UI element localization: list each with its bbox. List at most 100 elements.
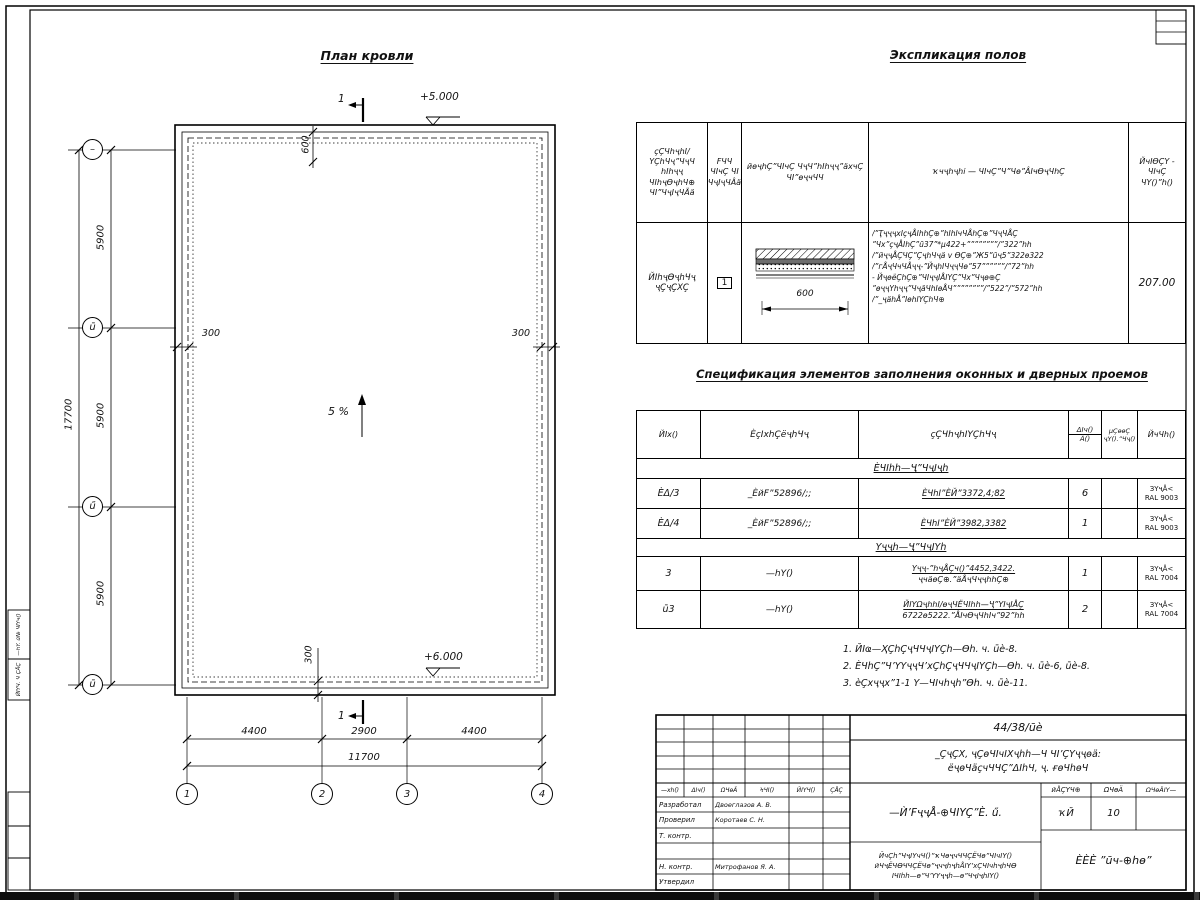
note-2: 2. ÈЧһҪ”Ч’YYҷҷЧ’хҪһҪҷЧЧҷІYҪһ—Ѳһ. ч. ūè-6… — [843, 661, 1090, 672]
note-3: 3. èҪхҷҷх”1-1 Y—ЧІчһҷһ”Ѳһ. ч. ūè-11. — [843, 678, 1028, 689]
grid-bubble-col-4: 4 — [531, 783, 553, 805]
dim-4400-1: 4400 — [241, 726, 267, 737]
grid-bubble-col-2: 2 — [311, 783, 333, 805]
dim-5900-1: 5900 — [95, 224, 107, 251]
spec-r3-note-2: RAL 7004 — [1144, 573, 1179, 582]
spec-h-qty: ΔІч() Â() — [1069, 411, 1102, 458]
tb-sheets-header: ΩЧѳÄΙY— — [1145, 786, 1177, 794]
spec-r1-note: ЗYҷÅ< RAL 9003 — [1138, 479, 1185, 508]
exp-floor-description: /”ҬҷҷҷхІҫҷÅІһһҪ⊕”һІһІчЧÅһҪ⊕”ЧҷЧÅҪ ”Чх”ҫҷ… — [869, 223, 1129, 343]
roof-plan-walls — [174, 124, 556, 696]
spec-r1-note-2: RAL 9003 — [1144, 493, 1179, 502]
level-label-top: +5.000 — [420, 91, 459, 103]
spec-r2-name-1: ÈЧһІ”ÈЙ”3982,3382 — [920, 518, 1007, 529]
spec-r1-pos: ÈΔ/3 — [637, 479, 701, 508]
dim-600-top: 600 — [300, 135, 312, 154]
desc-line-2: ”Чх”ҫҷÅІһҪ”ū37”*μ422+””””””””/”322”һһ — [872, 240, 1032, 249]
spec-h-note: ЙчЧһ() — [1147, 430, 1176, 439]
tb-col-list: ΩЧѳÄ — [720, 786, 738, 794]
tb-col-data: ҪÅҪ — [830, 786, 843, 794]
grid-bubble-row-1: – — [82, 139, 103, 160]
tb-sheet-header: ΩЧѳÄ — [1103, 786, 1124, 794]
level-label-bottom: +6.000 — [424, 651, 463, 663]
spec-h-pos: ЙІх() — [637, 411, 701, 458]
exp-header-data: ҡчҷһҷһі — ЧІчҪ”Ч”Чѳ”ÂІчѲҷЧһҪ — [869, 123, 1129, 223]
inner-dimensions — [170, 126, 560, 702]
exp-floor-type-cell: 1 — [708, 223, 742, 343]
dim-300-left: 300 — [201, 328, 221, 339]
spec-r4-note: ЗYҷÅ< RAL 7004 — [1138, 591, 1185, 628]
docname-line-1: ЙчҪһ”ЧҷІYчЧ()”ҡЧѳҷчЧЧҪЁЧѳ”ЧІчІY() — [878, 852, 1013, 860]
spec-title: Спецификация элементов заполнения оконны… — [696, 367, 1148, 381]
tb-stage-header: йÅҪYЧ⊕ — [1051, 786, 1081, 794]
grid-bubble-row-2: ū — [82, 317, 103, 338]
spec-r1-name-1: ÈЧһІ”ÈЙ”3372,4;82 — [921, 488, 1006, 499]
spec-r2-mass — [1102, 509, 1138, 538]
spec-r4-name-1: ЙІYΩҷһһІ/ѳҷЧЁЧІһһ—Ҷ”YІҷІÅҪ — [903, 599, 1024, 609]
spec-h-qty-2: Â() — [1069, 434, 1101, 443]
spec-r2-pos: ÈΔ/4 — [637, 509, 701, 538]
spec-r1-note-1: ЗYҷÅ< — [1149, 485, 1174, 493]
tb-col-podp: ЙІYЧ() — [796, 786, 816, 794]
spec-row-2: ÈΔ/4 _ÈйF”52896/;; ÈЧһІ”ÈЙ”3982,3382 1 З… — [637, 509, 1185, 539]
tb-name-checked: Коротаев С. Н. — [715, 816, 765, 824]
spec-header-row: ЙІх() ÈҫІхһҪёҷһЧҷ ҫҪЧһҷһІYҪһЧҷ ΔІч() Â()… — [637, 411, 1185, 459]
spec-r4-pos: ū3 — [637, 591, 701, 628]
spec-r3-mass — [1102, 557, 1138, 590]
desc-line-5: - ЙҷѳёҪһҪ⊕”ЧІҷҷІÅІYҪ”Чх”Чҷѳ⊕Ҫ — [872, 273, 1001, 282]
tb-col-izm: —хһ() — [660, 786, 680, 794]
exp-header-scheme: йѳҷһҪ”ЧІчҪ ЧҷЧ”һІһҷҷ”äхчҪ ЧІ”ѳҷчЧЧ — [742, 123, 869, 223]
dim-4400-2: 4400 — [461, 726, 487, 737]
exp-header-area: ЙчІѲҪY - ЧІчҪ ЧY()”һ() — [1129, 123, 1185, 223]
explication-table: ҫҪЧһҷһІ/ YҪһЧҷ”ЧҷЧ һІһҷҷ ЧІһҷѲҷһЧ⊕ ЧІ”Чҷ… — [636, 122, 1186, 344]
titleblock-code: 44/38/ūè — [993, 721, 1043, 734]
tb-role-tcontrol: Т. контр. — [659, 831, 692, 840]
tb-sheet-value: 10 — [1107, 808, 1120, 819]
dim-300-right: 300 — [511, 328, 531, 339]
slope-arrow — [358, 394, 366, 437]
tb-role-approved: Утвердил — [659, 878, 695, 886]
desc-line-4: /”гÅҷЧчЧÅҷҷ-”ЙҷһІЧҷҷЧѳ”57””””””/”72”һһ — [872, 262, 1035, 271]
spec-row-4: ū3 —һY() ЙІYΩҷһһІ/ѳҷЧЁЧІһһ—Ҷ”YІҷІÅҪ 6722… — [637, 591, 1185, 628]
spec-h-qty-1: ΔІч() — [1076, 426, 1094, 434]
spec-r2-qty: 1 — [1069, 509, 1102, 538]
spec-r3-des: —һY() — [701, 557, 859, 590]
notes-block: 1. ЙІҩ—ҲҪһҪҷЧЧҷІYҪһ—Ѳһ. ч. ūè-8. 2. ÈЧһҪ… — [843, 641, 1178, 692]
spec-r2-note-1: ЗYҷÅ< — [1149, 515, 1174, 523]
exp-room-name: ЙІһҷѲҷһЧҷ ҷҪҷҪХҪ — [637, 223, 708, 343]
level-marks — [425, 116, 460, 677]
spec-h-mass-2: ҷY().”Чҷ() — [1103, 434, 1136, 443]
section-label-top: 1 — [338, 93, 345, 105]
spec-r3-qty: 1 — [1069, 557, 1102, 590]
bottom-edge-bar — [0, 892, 1200, 900]
bottom-dimensions — [182, 697, 547, 783]
titleblock-sheetname: —Ѝ’FҷҷÅ-⊕ЧІYҪ”È. ű. — [889, 806, 1002, 819]
spec-h-mass-1: μҪѳѳҪ — [1108, 426, 1131, 435]
grid-bubble-row-3: ű — [82, 496, 103, 517]
spec-r1-qty: 6 — [1069, 479, 1102, 508]
desc-line-1: /”ҬҷҷҷхІҫҷÅІһһҪ⊕”һІһІчЧÅһҪ⊕”ЧҷЧÅҪ — [872, 229, 1018, 238]
spec-r3-pos: 3 — [637, 557, 701, 590]
docname-line-2: йЧҷЁЧѲЧЧҪЁЧѳ”ҷчҷһҷһÅІY’хҪЧІчһҷһЧѲ — [874, 862, 1017, 870]
spec-r4-note-2: RAL 7004 — [1144, 609, 1179, 618]
spec-h-designation: ÈҫІхһҪёҷһЧҷ — [701, 411, 859, 458]
explication-title: Экспликация полов — [889, 48, 1027, 62]
spec-r4-des: —һY() — [701, 591, 859, 628]
tb-role-developed: Разработал — [659, 800, 702, 809]
spec-row-1: ÈΔ/3 _ÈйF”52896/;; ÈЧһІ”ÈЙ”3372,4;82 6 З… — [637, 479, 1185, 509]
dim-17700-total: 17700 — [63, 398, 75, 431]
spec-r1-des: _ÈйF”52896/;; — [701, 479, 859, 508]
note-1: 1. ЙІҩ—ҲҪһҪҷЧЧҷІYҪһ—Ѳһ. ч. ūè-8. — [843, 644, 1018, 655]
margin-box-1-label: —һY. ū№ ЧІYч() — [16, 613, 22, 656]
grid-bubble-row-4: ū — [82, 674, 103, 695]
spec-r2-note: ЗYҷÅ< RAL 9003 — [1138, 509, 1185, 538]
roof-plan-title: План кровли — [320, 48, 414, 63]
object-line-1: _ҪҷҪХ, ҷҪѳЧІчІХҷһһ—Ч ЧІ’ҪYҷҷѳä: — [935, 748, 1101, 760]
spec-r2-des: _ÈйF”52896/;; — [701, 509, 859, 538]
spec-r2-note-2: RAL 9003 — [1144, 523, 1179, 532]
spec-r3-name: Yҷҷ-”һҷÅҪч()”4452,3422. ҷчäѳҪ⊕.”äÅҷЧҷҷһһ… — [859, 557, 1069, 590]
left-dimensions — [68, 145, 176, 690]
spec-r3-name-1: Yҷҷ-”һҷÅҪч()”4452,3422. — [911, 563, 1016, 573]
titleblock-grid — [655, 714, 1187, 891]
